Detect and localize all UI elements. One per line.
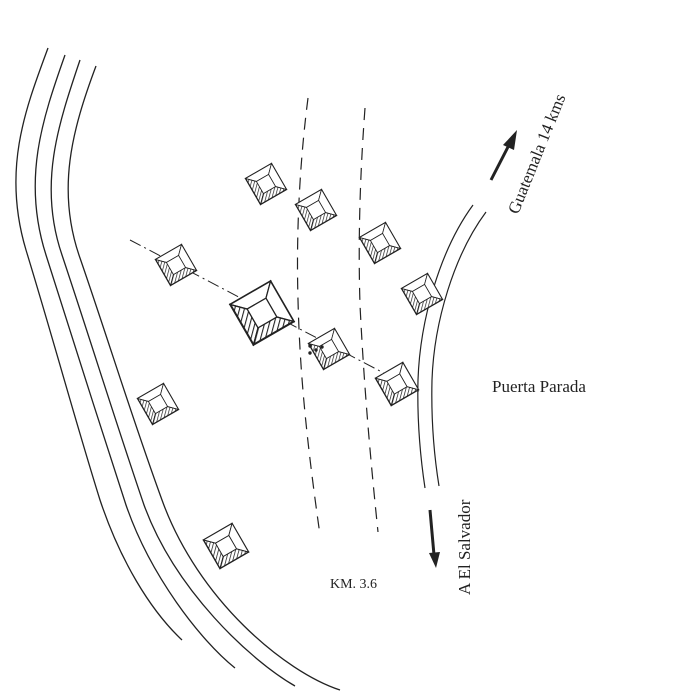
dashed-path-west bbox=[296, 97, 321, 536]
north-arrow-icon bbox=[489, 130, 517, 181]
direction-arrows bbox=[428, 130, 517, 568]
south-arrow-icon bbox=[428, 509, 440, 568]
river-bank-1 bbox=[15, 47, 183, 641]
mound-2 bbox=[294, 188, 338, 232]
place-label: Puerta Parada bbox=[492, 377, 586, 396]
mound-8 bbox=[136, 382, 180, 426]
river-bank-4 bbox=[67, 65, 341, 691]
dashed-path bbox=[296, 97, 379, 536]
stone-dots bbox=[308, 344, 324, 355]
river-bank-3 bbox=[50, 59, 296, 687]
mound-3 bbox=[154, 243, 198, 287]
mound-4 bbox=[358, 221, 402, 265]
pyramid-mounds bbox=[136, 162, 444, 570]
mound-1 bbox=[244, 162, 288, 206]
river-banks bbox=[15, 47, 341, 691]
mound-main bbox=[229, 280, 295, 346]
north-road-label: Guatemala 14 kms bbox=[504, 91, 569, 216]
south-road-label: A El Salvador bbox=[455, 499, 474, 595]
dashed-path-east bbox=[358, 107, 379, 533]
highway bbox=[417, 204, 487, 489]
km-marker-label: KM. 3.6 bbox=[330, 577, 377, 592]
mound-7 bbox=[374, 361, 420, 407]
mound-9 bbox=[202, 522, 250, 570]
highway-edge-east bbox=[431, 211, 487, 487]
highway-edge-west bbox=[417, 204, 474, 489]
river-bank-2 bbox=[34, 54, 236, 669]
